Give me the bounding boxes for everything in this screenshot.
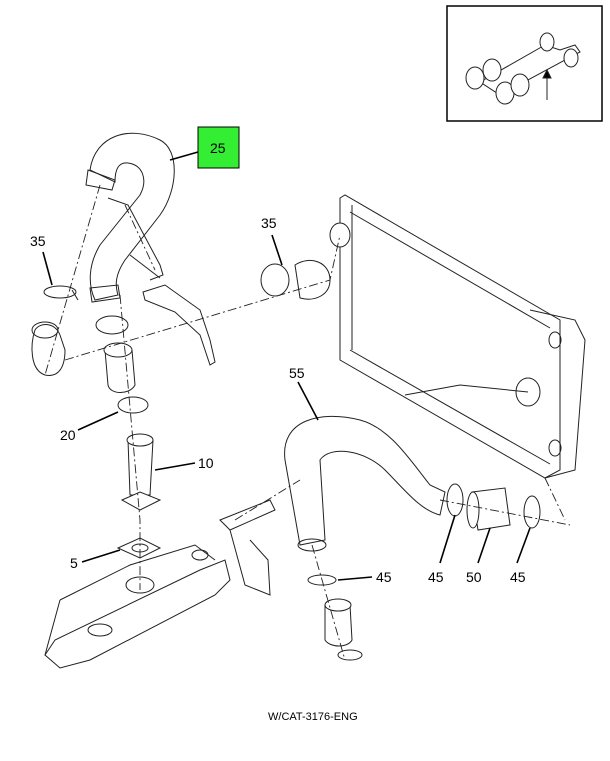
callout-45-center[interactable]: 45 — [376, 569, 392, 585]
upper-hose — [85, 132, 175, 303]
clamp-right — [260, 260, 331, 300]
callout-20[interactable]: 20 — [60, 427, 76, 443]
clamp-left — [43, 285, 79, 301]
clamp-upper-mid — [95, 315, 129, 335]
mounting-bracket — [107, 197, 216, 366]
sleeve-lower — [466, 487, 511, 531]
callout-5[interactable]: 5 — [70, 555, 78, 571]
elbow — [31, 321, 66, 376]
sleeve-upper — [103, 342, 136, 393]
callout-10[interactable]: 10 — [198, 455, 214, 471]
leader-lines — [42, 149, 531, 581]
tube — [120, 433, 162, 511]
callout-45-right[interactable]: 45 — [510, 569, 526, 585]
diagram-caption: W/CAT-3176-ENG — [268, 711, 358, 723]
assembly-centerlines — [44, 184, 571, 661]
callout-55[interactable]: 55 — [289, 365, 305, 381]
gasket — [116, 537, 162, 559]
callout-50[interactable]: 50 — [466, 569, 482, 585]
clamp-mid — [117, 396, 149, 414]
callout-25[interactable]: 25 — [210, 140, 226, 156]
lower-bracket — [219, 499, 276, 596]
highlight-box — [197, 126, 240, 169]
callout-45-left[interactable]: 45 — [428, 569, 444, 585]
lower-sleeve — [324, 598, 363, 661]
callout-35-right[interactable]: 35 — [261, 215, 277, 231]
callout-35-left[interactable]: 35 — [30, 233, 46, 249]
vehicle-locator-inset — [446, 5, 603, 122]
clamp-lower-a — [446, 483, 464, 517]
radiator — [329, 194, 586, 479]
lower-hose — [284, 415, 446, 552]
clamp-lower-c — [523, 495, 541, 529]
